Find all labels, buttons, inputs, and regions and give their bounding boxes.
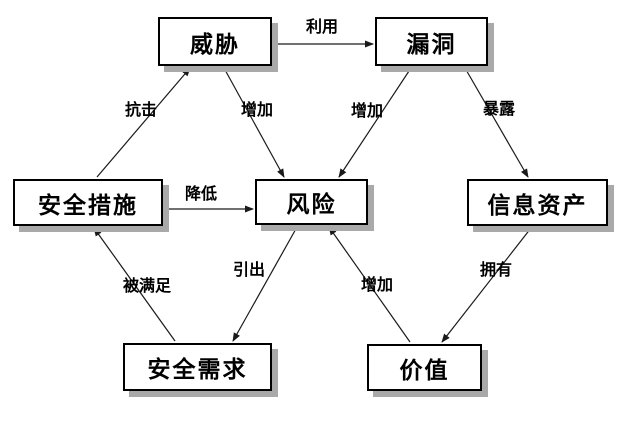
edge-label-increase-1: 增加 (240, 100, 274, 119)
node-security-measures-label: 安全措施 (38, 192, 138, 219)
edge-label-increase-3: 增加 (360, 275, 394, 294)
node-information-assets-label: 信息资产 (487, 192, 588, 219)
node-information-assets: 信息资产 (467, 179, 608, 226)
edge-label-reduce: 降低 (184, 184, 218, 203)
arrow-vulnerability-to-assets (464, 67, 529, 178)
edge-label-possess: 拥有 (479, 260, 513, 279)
edge-label-increase-2: 增加 (350, 101, 384, 120)
node-vulnerability: 漏洞 (375, 17, 488, 66)
node-value-label: 价值 (399, 357, 450, 384)
node-threat: 威胁 (158, 17, 272, 66)
arrow-measures-to-threat (96, 67, 191, 178)
arrow-threat-to-risk (223, 67, 285, 178)
arrow-value-to-risk (328, 226, 411, 343)
node-threat-label: 威胁 (190, 31, 240, 58)
edge-label-counter: 抗击 (124, 100, 158, 119)
node-security-requirements: 安全需求 (123, 343, 272, 391)
edge-label-expose: 暴露 (482, 99, 516, 118)
arrow-risk-to-requirements (232, 226, 298, 342)
arrow-requirements-to-measures (93, 227, 176, 342)
arrow-vulnerability-to-risk (338, 67, 412, 178)
node-security-measures: 安全措施 (13, 179, 163, 226)
edge-label-exploit: 利用 (305, 17, 339, 36)
arrow-assets-to-value (441, 227, 532, 343)
node-risk: 风险 (255, 179, 368, 225)
node-vulnerability-label: 漏洞 (406, 31, 457, 58)
node-value: 价值 (367, 344, 482, 391)
edge-label-lead-to: 引出 (232, 260, 266, 279)
edge-label-be-satisfied: 被满足 (122, 276, 172, 295)
node-risk-label: 风险 (286, 192, 337, 218)
node-security-requirements-label: 安全需求 (147, 357, 248, 383)
